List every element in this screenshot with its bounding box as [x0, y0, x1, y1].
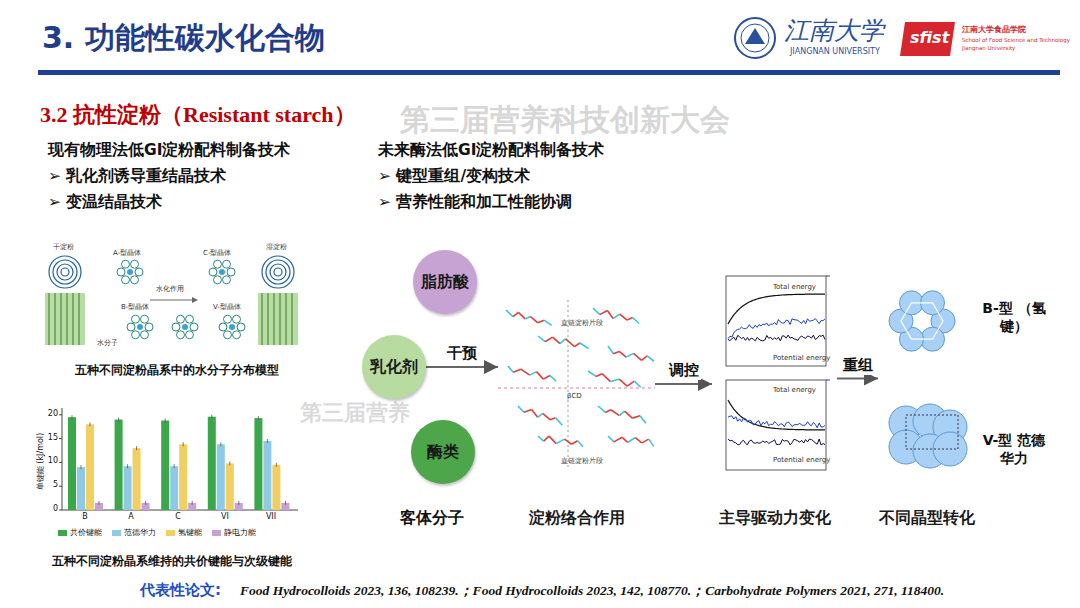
- figure-label: βCD: [566, 392, 583, 400]
- reference-heading: 代表性论文:: [140, 581, 221, 600]
- figure-label: A-型晶体: [112, 248, 142, 258]
- legend-item: 静电力能: [212, 527, 256, 538]
- chart-legend-text: Potential energy: [772, 456, 831, 464]
- legend-swatch: [58, 530, 67, 536]
- category-label: A: [111, 512, 151, 521]
- crystal-panel: 不同晶型转化: [878, 285, 975, 480]
- logo-text: School of Food Science and Technology: [962, 37, 1070, 43]
- figure-label: 直链淀粉片段: [560, 318, 604, 328]
- node-text: 不同晶型转化: [879, 508, 975, 529]
- figure-label: 干淀粉: [52, 242, 75, 252]
- legend-text: 静电力能: [224, 527, 256, 538]
- tick-label: 0: [44, 504, 58, 513]
- figure-caption: 五种不同淀粉晶系中的水分子分布模型: [75, 362, 279, 379]
- crystal-label: B-型 （氢键）: [982, 300, 1046, 336]
- guest-circle: 乳化剂: [362, 335, 426, 399]
- legend-item: 共价键能: [58, 527, 102, 538]
- tick-label: 15: [44, 433, 58, 442]
- node-text: 主导驱动力变化: [719, 508, 831, 529]
- legend-swatch: [112, 530, 121, 536]
- panel-illustration: [878, 285, 975, 480]
- figure-caption: 五种不同淀粉晶系维持的共价键能与次级键能: [52, 553, 292, 570]
- bullet-item: ➢ 营养性能和加工性能协调: [378, 192, 572, 213]
- figure-label: B-型晶体: [120, 302, 150, 312]
- water-model-illustration: [0, 0, 320, 380]
- axis-title: 单键能 (kJ/mol): [35, 424, 46, 500]
- tick-label: 5: [44, 480, 58, 489]
- node-text: 酶类: [427, 442, 459, 463]
- node-text: 淀粉络合作用: [529, 508, 625, 529]
- chart-legend: 共价键能 范德华力 氢键能 静电力能: [58, 527, 256, 538]
- legend-item: 氢键能: [166, 527, 202, 538]
- column-heading: 现有物理法低GI淀粉配料制备技术: [48, 140, 291, 161]
- logo-text: JIANGNAN UNIVERSITY: [790, 47, 880, 56]
- category-label: VII: [251, 512, 291, 521]
- connector-arrow: [655, 383, 712, 385]
- guest-circle: 酶类: [411, 420, 475, 484]
- panel-illustration: [712, 272, 837, 472]
- chart-legend-text: Total energy: [772, 283, 817, 291]
- chart-legend-text: Total energy: [772, 386, 817, 394]
- tick-label: 20: [44, 409, 58, 418]
- legend-text: 氢键能: [178, 527, 202, 538]
- figure-label: 湿淀粉: [265, 242, 288, 252]
- legend-text: 共价键能: [70, 527, 102, 538]
- logo-text: 江南大学: [784, 14, 884, 47]
- node-text: 脂肪酸: [421, 272, 469, 293]
- legend-item: 范德华力: [112, 527, 156, 538]
- edge-label: 干预: [445, 344, 479, 363]
- logo-text: 江南大学食品学院: [962, 24, 1026, 35]
- crystal-label: V-型 范德华力: [982, 432, 1046, 468]
- guest-circle: 脂肪酸: [413, 250, 477, 314]
- logo-text: sfist: [910, 28, 949, 47]
- chart-legend-text: Potential energy: [772, 354, 831, 362]
- legend-swatch: [212, 530, 221, 536]
- figure-label: 水分子: [96, 338, 119, 348]
- reference-list: Food Hydrocolloids 2023, 136, 108239.；Fo…: [240, 582, 944, 600]
- edge-label: 重组: [841, 356, 875, 375]
- category-label: VI: [205, 512, 245, 521]
- connector-arrow: [837, 378, 878, 380]
- figure-label: C-型晶体: [202, 248, 232, 258]
- figure-label: 水化作用: [155, 284, 185, 294]
- figure-label: 直链淀粉片段: [560, 456, 604, 466]
- bullet-item: ➢ 乳化剂诱导重结晶技术: [48, 166, 226, 187]
- category-label: C: [158, 512, 198, 521]
- logo-text: Jiangnan University: [962, 45, 1015, 51]
- section-heading: 3.2 抗性淀粉（Resistant starch）: [40, 100, 356, 130]
- energy-chart-panel: 主导驱动力变化: [712, 272, 837, 472]
- figure-label: V-型晶体: [212, 302, 242, 312]
- group-caption: 客体分子: [400, 508, 464, 529]
- legend-swatch: [166, 530, 175, 536]
- bar-chart: [0, 0, 320, 560]
- slide-title: 3. 功能性碳水化合物: [42, 18, 325, 59]
- watermark: 第三届营养科技创新大会: [400, 100, 730, 141]
- column-heading: 未来酶法低GI淀粉配料制备技术: [378, 140, 605, 161]
- node-text: 乳化剂: [370, 357, 418, 378]
- connector-arrow: [426, 366, 498, 368]
- watermark: 第三届营养: [300, 398, 410, 428]
- bullet-item: ➢ 变温结晶技术: [48, 192, 162, 213]
- bullet-item: ➢ 键型重组/变构技术: [378, 166, 530, 187]
- category-label: B: [65, 512, 105, 521]
- legend-text: 范德华力: [124, 527, 156, 538]
- tick-label: 10: [44, 456, 58, 465]
- edge-label: 调控: [667, 361, 701, 380]
